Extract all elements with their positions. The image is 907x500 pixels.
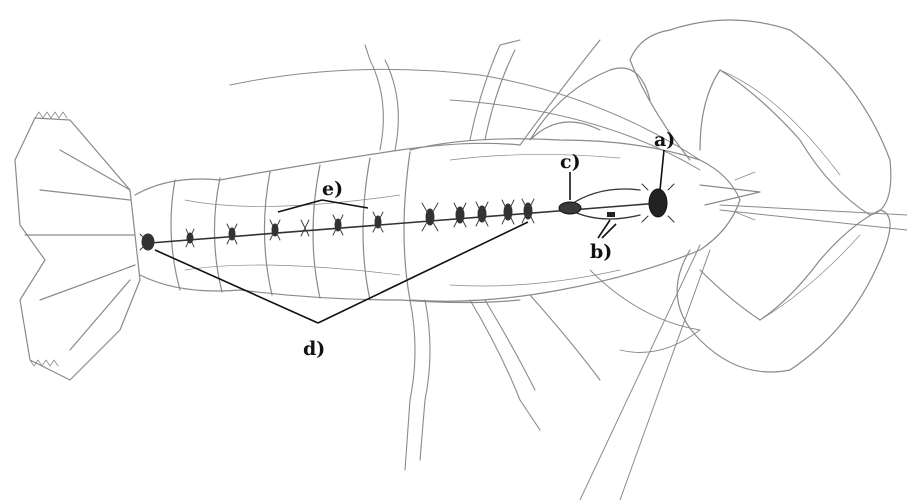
subesophageal-ganglion	[559, 202, 581, 214]
crayfish-sketch	[15, 20, 907, 500]
leader-d-2	[318, 222, 528, 323]
label-d: d)	[303, 338, 325, 360]
abdomen	[135, 143, 520, 302]
label-c: c)	[560, 151, 581, 173]
connectives	[570, 189, 640, 219]
label-e: e)	[322, 178, 343, 200]
tail-fan	[15, 112, 140, 380]
labels: a) c) b) e) d)	[303, 129, 675, 360]
cerebral-ganglion	[642, 184, 674, 222]
walking-legs	[365, 40, 600, 470]
lower-claw	[590, 210, 890, 372]
leader-b-2	[602, 224, 616, 238]
label-a: a)	[654, 129, 675, 151]
leader-a	[660, 150, 664, 190]
label-b: b)	[590, 241, 612, 263]
leader-e-2	[322, 200, 368, 208]
connective-marker	[607, 212, 615, 217]
